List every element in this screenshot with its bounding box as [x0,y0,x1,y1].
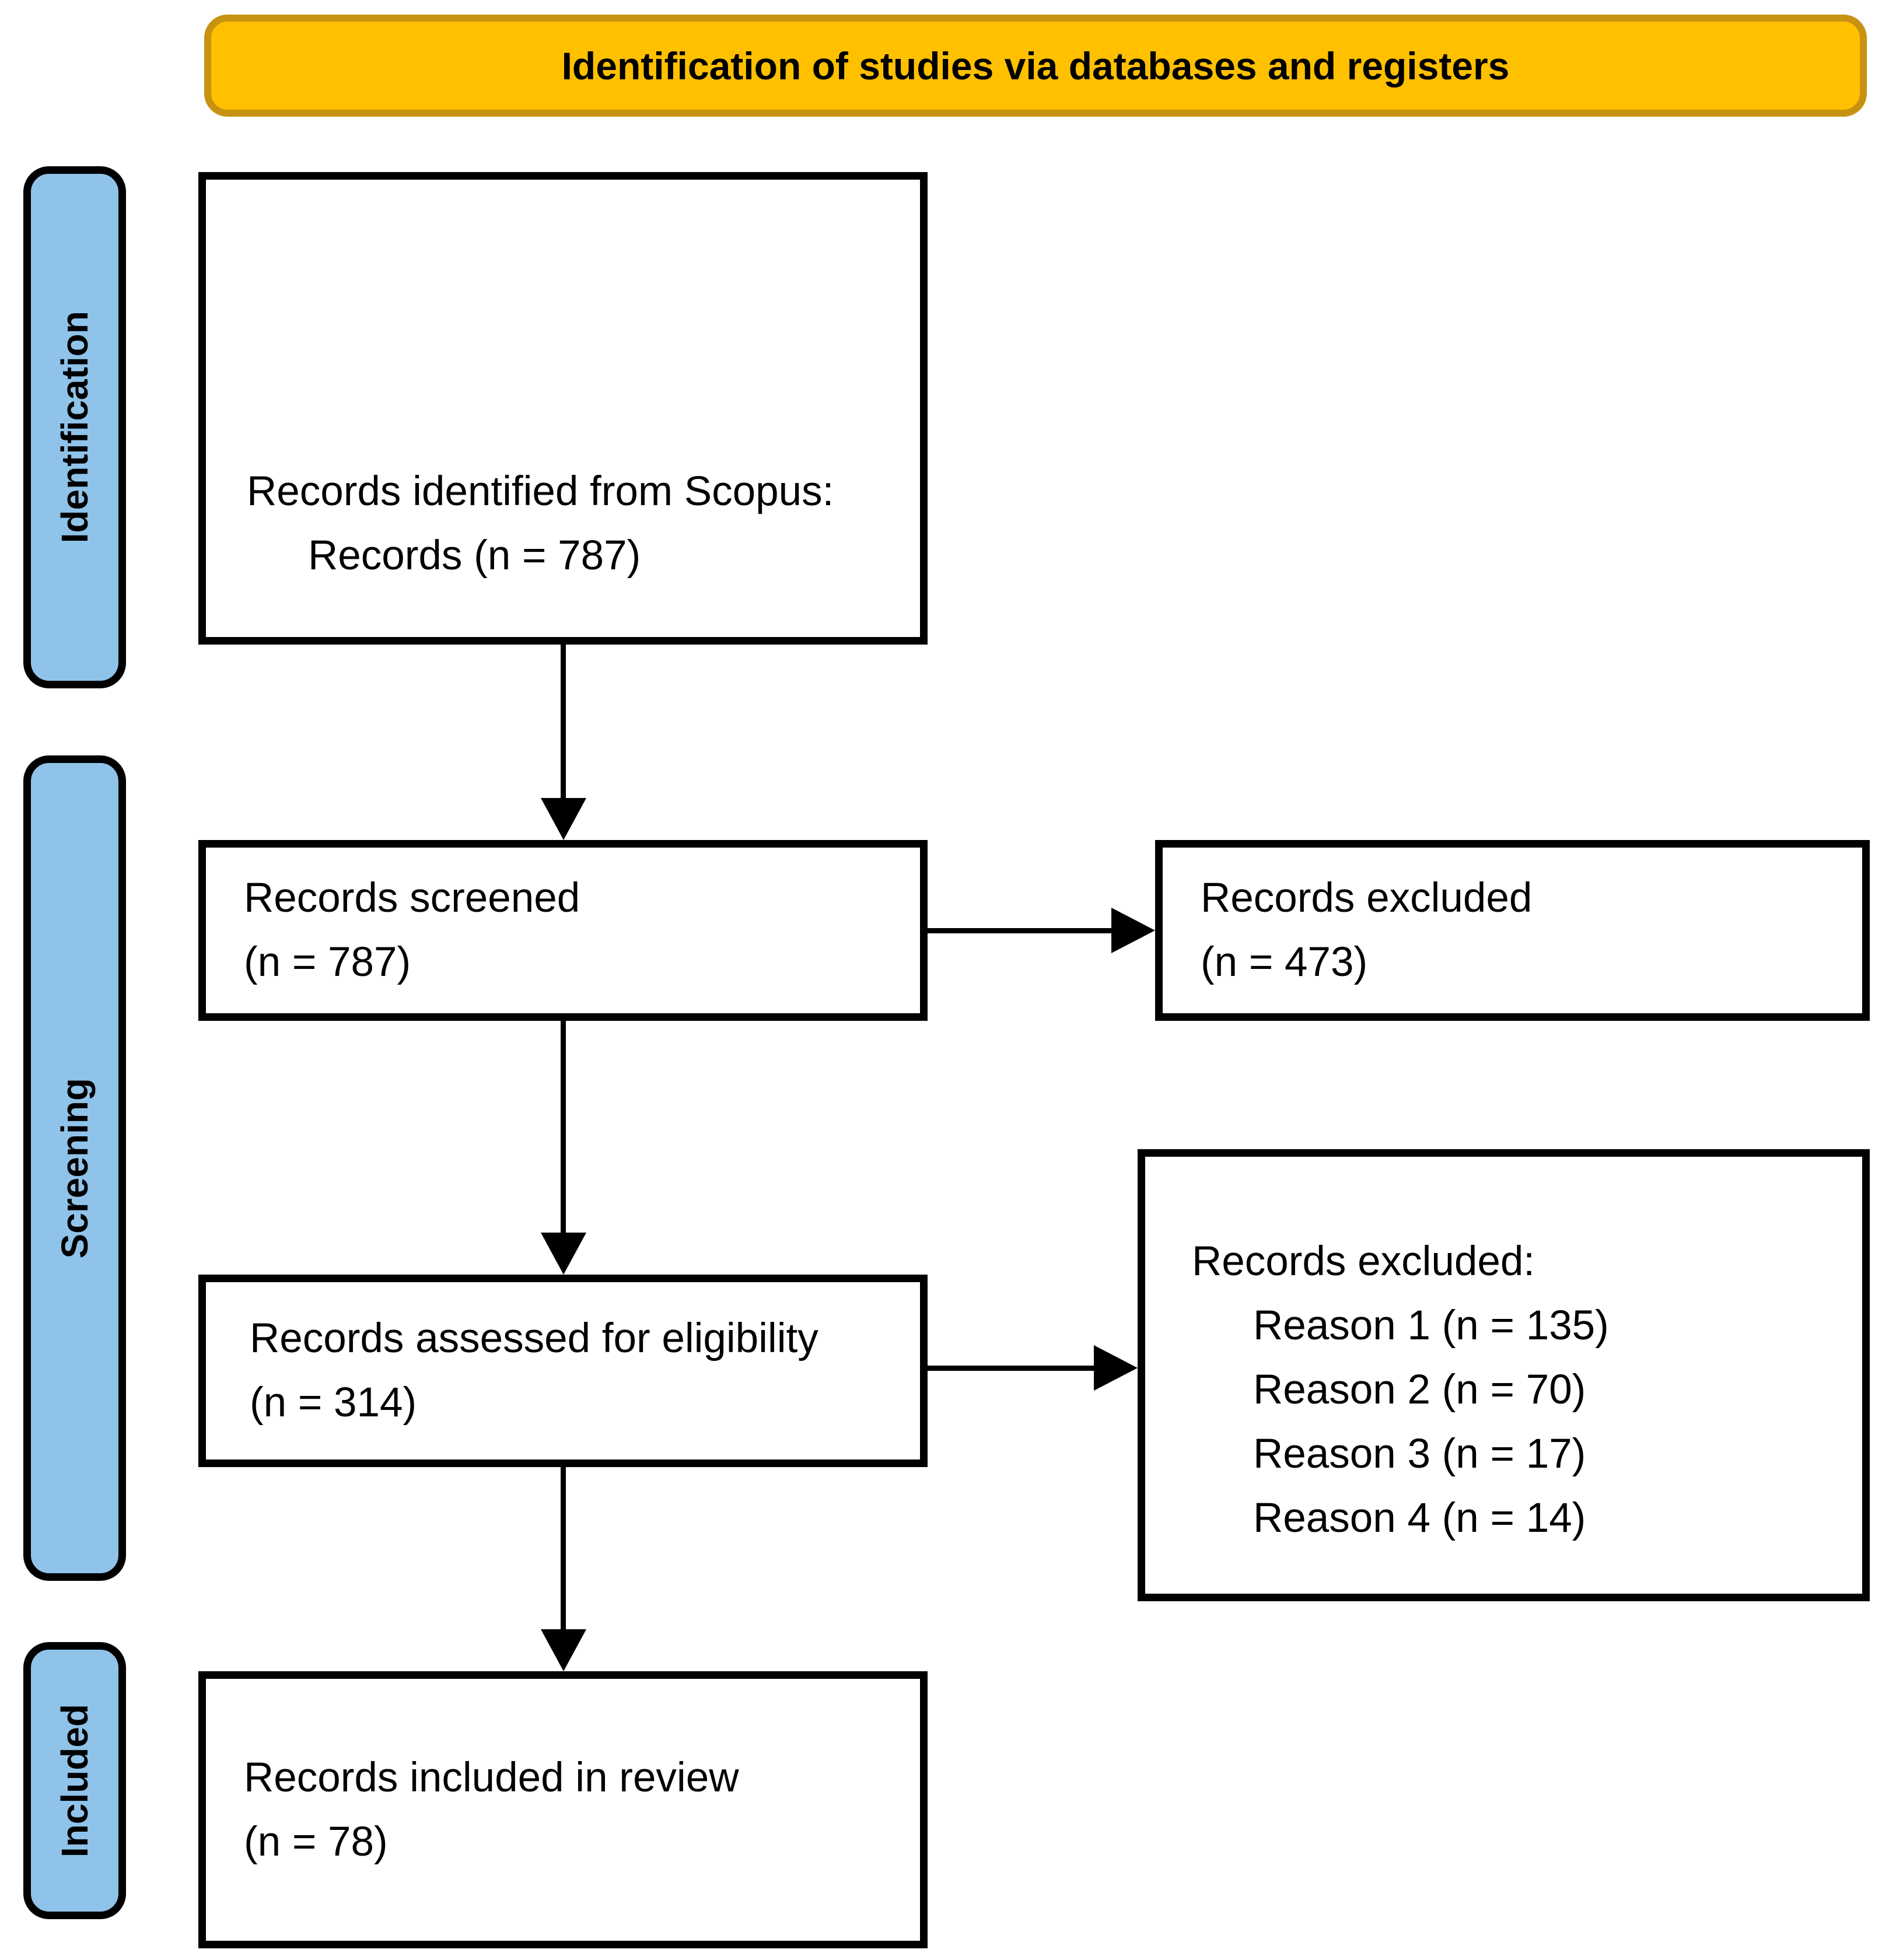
arrow-right-icon [1111,908,1155,953]
diagram-header-banner: Identification of studies via databases … [204,15,1867,117]
box-text-line: Records (n = 787) [308,533,641,579]
phase-tab-label: Identification [54,311,96,544]
box-text-line: Reason 4 (n = 14) [1253,1494,1586,1541]
box-text-line: Records included in review [244,1754,739,1801]
box-text-line: Records identified from Scopus: [247,468,834,514]
box-text-line: Records assessed for eligibility [250,1315,818,1362]
phase-tab-included: Included [23,1642,126,1919]
arrow-down-icon [541,798,586,840]
box-records-included: Records included in review (n = 78) [198,1671,928,1948]
box-text-line: (n = 787) [244,939,411,985]
box-text-line: Records excluded [1201,875,1533,921]
phase-tab-screening: Screening [23,755,126,1581]
arrow-down-icon [541,1233,586,1275]
diagram-title: Identification of studies via databases … [561,44,1510,88]
box-text-line: Records screened [244,875,580,921]
box-text-line: (n = 78) [244,1818,388,1865]
box-records-screened: Records screened (n = 787) [198,840,928,1021]
box-text-line: Reason 2 (n = 70) [1253,1366,1586,1413]
box-records-assessed: Records assessed for eligibility (n = 31… [198,1275,928,1467]
arrow-identified-to-screened [561,645,566,799]
arrow-down-icon [541,1629,586,1671]
arrow-assessed-to-included [561,1467,566,1630]
box-text-line: Reason 1 (n = 135) [1253,1302,1609,1349]
phase-tab-label: Screening [54,1077,96,1259]
box-records-identified: Records identified from Scopus: Records … [198,172,928,645]
phase-tab-identification: Identification [23,166,126,688]
arrow-screened-to-excluded [928,928,1113,933]
arrow-screened-to-assessed [561,1021,566,1234]
box-records-excluded-reasons: Records excluded: Reason 1 (n = 135) Rea… [1138,1149,1870,1601]
box-records-excluded: Records excluded (n = 473) [1155,840,1870,1021]
phase-tab-label: Included [54,1703,96,1858]
arrow-right-icon [1094,1345,1138,1391]
box-text-line: Reason 3 (n = 17) [1253,1430,1586,1477]
box-text-line: (n = 473) [1201,939,1368,985]
arrow-assessed-to-excluded [928,1366,1096,1371]
box-text-line: (n = 314) [250,1380,417,1426]
box-text-line: Records excluded: [1192,1238,1535,1284]
